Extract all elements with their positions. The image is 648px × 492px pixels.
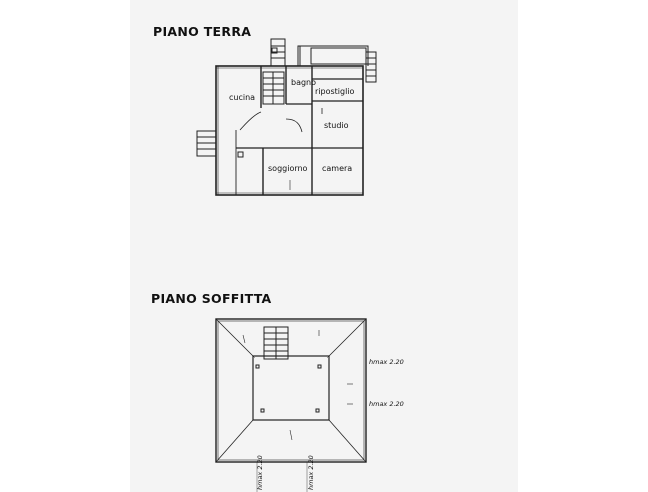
height-note-upper: hmax 2.20: [369, 358, 404, 366]
right-steps: [365, 51, 377, 83]
room-label-soggiorno: soggiorno: [268, 164, 308, 173]
attic-floor-plan: [215, 318, 367, 492]
height-note-bottom-left: hmax 2.20: [256, 455, 264, 490]
attic-room: [252, 355, 330, 421]
room-label-ripostiglio: ripostiglio: [315, 87, 355, 96]
height-note-lower: hmax 2.20: [369, 400, 404, 408]
height-note-bottom-right: hmax 2.20: [307, 455, 315, 490]
room-label-cucina: cucina: [229, 93, 255, 102]
attic-floor-title: PIANO SOFFITTA: [151, 291, 272, 306]
room-label-studio: studio: [324, 121, 349, 130]
ground-floor-title: PIANO TERRA: [153, 24, 252, 39]
room-label-camera: camera: [322, 164, 352, 173]
ground-floor-plan: [196, 38, 377, 196]
plan-sheet: [130, 0, 518, 492]
room-label-bagno: bagno: [291, 78, 316, 87]
attic-outline: [215, 318, 367, 463]
ground-floor-outline: [215, 65, 364, 196]
